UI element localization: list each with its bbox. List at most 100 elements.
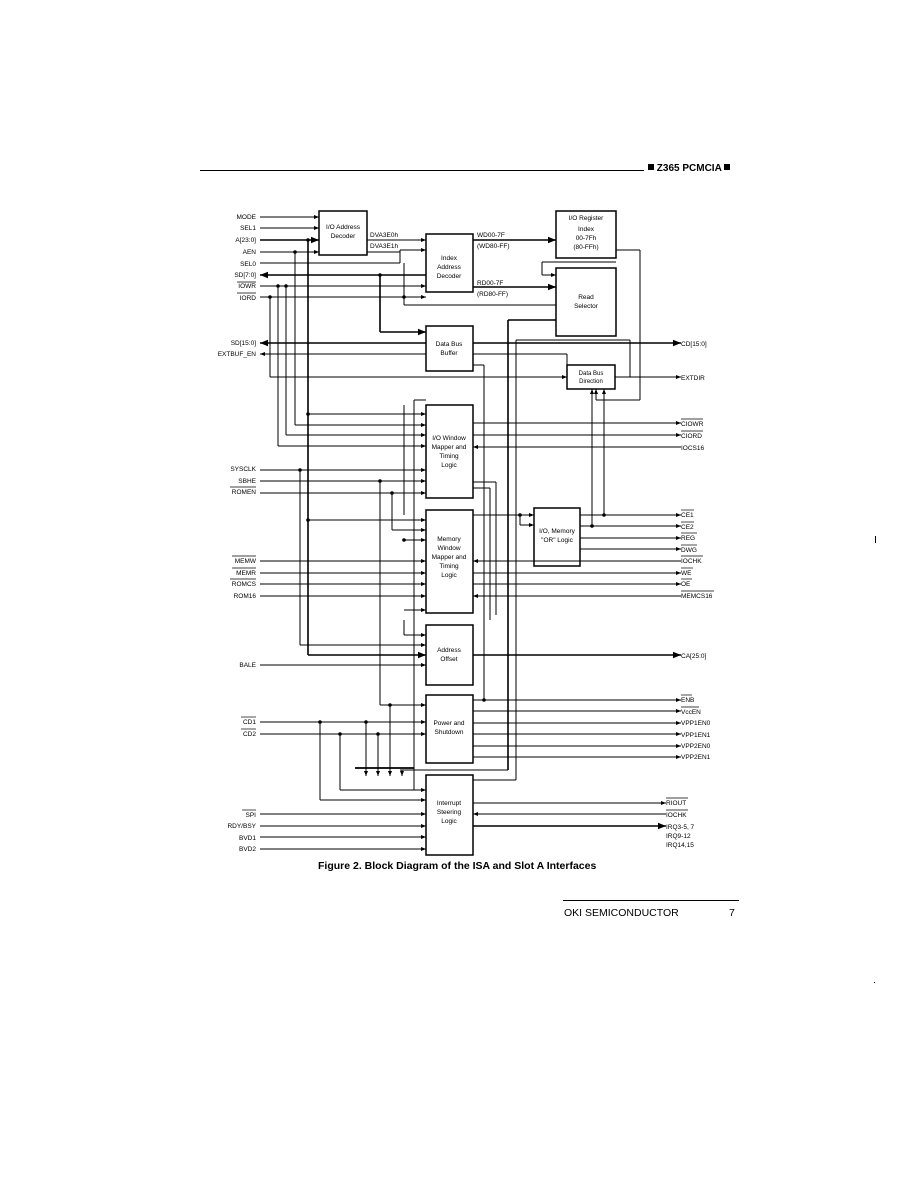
signal-label-ciord: CIORD <box>681 433 702 440</box>
block-label-line: (80-FFh) <box>573 244 598 251</box>
wire-junction-dots <box>268 238 606 736</box>
footer-company: OKI SEMICONDUCTOR <box>564 907 679 919</box>
signal-label-sysclk: SYSCLK <box>230 466 256 473</box>
signal-label-irq1415: IRQ14,15 <box>666 842 694 849</box>
signal-label-reg: REG <box>681 535 695 542</box>
signal-label-vpp1en1: VPP1EN1 <box>681 732 711 739</box>
signal-label-a23: A[23:0] <box>235 237 256 244</box>
square-bullet-icon <box>724 164 731 170</box>
signal-label-romcs: ROMCS <box>232 581 257 588</box>
block-label-line: Buffer <box>440 350 458 357</box>
signal-label-oe: OE <box>681 581 691 588</box>
memory-window-mapper-block: Memory Window Mapper and Timing Logic <box>425 509 474 614</box>
page-number: 7 <box>729 907 735 919</box>
block-label-line: Offset <box>440 656 457 663</box>
signal-label-vccen: VccEN <box>681 709 701 716</box>
signal-label-sel1: SEL1 <box>240 225 256 232</box>
block-label-line: Index <box>578 226 595 233</box>
signal-label-dva3e1h: DVA3E1h <box>370 243 398 250</box>
block-label-line: Logic <box>441 572 457 579</box>
block-label-line: Index <box>441 255 458 262</box>
signal-label-romen: ROMEN <box>232 489 257 496</box>
header-title: Z365 PCMCIA <box>656 163 722 174</box>
signal-label-irq912: IRQ9-12 <box>666 833 691 840</box>
signal-label-iord: IORD <box>240 295 257 302</box>
signal-label-iocs16: IOCS16 <box>681 445 705 452</box>
signal-label-rd80: (RD80-FF) <box>477 291 508 298</box>
signal-label-sel0: SEL0 <box>240 261 256 268</box>
signal-label-memr: MEMR <box>236 570 256 577</box>
io-window-mapper-block: I/O Window Mapper and Timing Logic <box>425 404 474 499</box>
signal-label-ce2: CE2 <box>681 524 694 531</box>
block-label-line: Timing <box>439 563 459 570</box>
signal-label-riout: RIOUT <box>666 800 686 807</box>
signal-label-mode: MODE <box>237 214 257 221</box>
block-label-line: Decoder <box>437 273 462 280</box>
signal-label-rdybsy: RDY/BSY <box>227 823 256 830</box>
signal-label-iochk: IOCHK <box>681 558 702 565</box>
signal-label-vpp1en0: VPP1EN0 <box>681 720 711 727</box>
right-signal-labels: CD[15:0] EXTDIR CIOWR CIORD IOCS16 CE1 C… <box>666 341 713 849</box>
signal-label-we: WE <box>681 570 692 577</box>
signal-label-cd150: CD[15:0] <box>681 341 707 348</box>
data-bus-direction-block: Data Bus Direction <box>566 364 616 390</box>
block-label-line: Direction <box>579 379 603 385</box>
signal-label-spi: SPI <box>246 812 257 819</box>
io-memory-or-logic-block: I/O, Memory "OR" Logic <box>533 507 581 567</box>
footer-rule <box>563 900 739 901</box>
signal-label-irq357: IRQ3-5, 7 <box>666 824 695 831</box>
block-label-line: Data Bus <box>579 371 604 377</box>
block-label-line: Mapper and <box>432 444 467 451</box>
read-selector-block: Read Selector <box>555 267 617 337</box>
io-register-block: I/O Register Index 00-7Fh (80-FFh) <box>555 210 617 259</box>
block-label-line: Address <box>437 647 462 654</box>
margin-mark <box>875 536 876 543</box>
signal-label-vpp2en1: VPP2EN1 <box>681 754 711 761</box>
signal-label-rom16: ROM16 <box>234 593 257 600</box>
block-label-line: 00-7Fh <box>576 235 597 242</box>
header-title-line: Z365 PCMCIA <box>648 163 731 174</box>
signal-label-ciowr: CIOWR <box>681 421 704 428</box>
block-label-line: "OR" Logic <box>541 537 573 544</box>
signal-label-sd70: SD[7:0] <box>234 272 256 279</box>
signal-label-bvd2: BVD2 <box>239 846 256 853</box>
figure-caption: Figure 2. Block Diagram of the ISA and S… <box>318 860 597 872</box>
signal-label-iowr: IOWR <box>238 283 256 290</box>
block-label-line: Interrupt <box>437 800 461 807</box>
interrupt-steering-block: Interrupt Steering Logic <box>425 774 474 856</box>
signal-label-extdir: EXTDIR <box>681 375 705 382</box>
signal-label-extbuf: EXTBUF_EN <box>218 351 257 358</box>
address-offset-block: Address Offset <box>425 624 474 686</box>
header-rule <box>200 170 644 171</box>
signal-label-bale: BALE <box>239 662 256 669</box>
signal-label-ca250: CA[25:0] <box>681 653 706 660</box>
signal-label-wd00: WD00-7F <box>477 232 505 239</box>
data-bus-buffer-block: Data Bus Buffer <box>425 325 474 372</box>
signal-label-cd2: CD2 <box>243 731 256 738</box>
signal-label-ce1: CE1 <box>681 512 694 519</box>
signal-label-wd80: (WD80-FF) <box>477 243 510 250</box>
signal-label-iochk-irq: IOCHK <box>666 812 687 819</box>
signal-label-dwg: DWG <box>681 547 697 554</box>
signal-label-enb: ENB <box>681 697 694 704</box>
signal-label-sd150: SD[15:0] <box>231 340 256 347</box>
block-label-line: Memory <box>437 536 461 543</box>
signal-label-aen: AEN <box>243 249 257 256</box>
signal-label-vpp2en0: VPP2EN0 <box>681 743 711 750</box>
block-label-line: Mapper and <box>432 554 467 561</box>
signal-label-cd1: CD1 <box>243 719 256 726</box>
io-address-decoder-block: I/O Address Decoder <box>318 210 368 256</box>
block-label-line: I/O Register <box>569 215 605 222</box>
signal-label-bvd1: BVD1 <box>239 835 256 842</box>
block-label-line: Data Bus <box>436 341 463 348</box>
margin-dot <box>874 982 875 983</box>
block-label-line: Steering <box>437 809 462 816</box>
signal-label-memw: MEMW <box>235 558 257 565</box>
signal-label-memcs16: MEMCS16 <box>681 593 713 600</box>
block-label-line: Shutdown <box>435 729 464 736</box>
power-shutdown-block: Power and Shutdown <box>425 694 474 764</box>
block-label-line: Decoder <box>331 233 356 240</box>
block-label-line: Logic <box>441 818 457 825</box>
